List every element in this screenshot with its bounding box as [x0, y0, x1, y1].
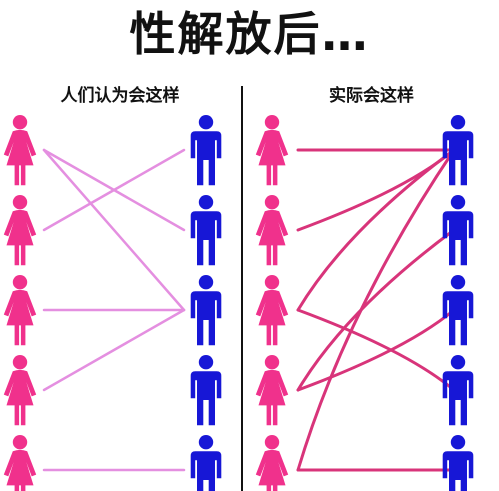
male-figure-icon	[190, 115, 222, 186]
female-figure-icon	[3, 115, 37, 186]
connection-line	[42, 308, 186, 392]
page-title: 性解放后…	[129, 7, 370, 61]
male-figure-icon	[190, 435, 222, 491]
left-panel-caption: 人们认为会这样	[60, 86, 180, 106]
male-figure-icon	[190, 355, 222, 426]
female-figure-icon	[3, 275, 37, 346]
male-figure-icon	[442, 195, 474, 266]
female-figure-icon	[3, 355, 37, 426]
connection-line	[296, 308, 456, 392]
male-figure-icon	[442, 435, 474, 491]
female-figure-icon	[255, 195, 289, 266]
right-connection-lines	[296, 148, 456, 472]
female-figure-icon	[255, 275, 289, 346]
female-figure-icon	[255, 435, 289, 491]
connection-line	[296, 148, 456, 472]
left-connection-lines	[42, 148, 186, 472]
connection-line	[296, 148, 456, 312]
connection-line	[42, 148, 186, 232]
male-figure-icon	[442, 275, 474, 346]
male-figure-icon	[442, 355, 474, 426]
connection-line	[42, 148, 186, 312]
male-figure-icon	[190, 195, 222, 266]
female-figure-icon	[255, 355, 289, 426]
right-panel-caption: 实际会这样	[329, 86, 414, 106]
male-figure-icon	[190, 275, 222, 346]
female-figure-icon	[3, 435, 37, 491]
female-figure-icon	[255, 115, 289, 186]
female-figure-icon	[3, 195, 37, 266]
